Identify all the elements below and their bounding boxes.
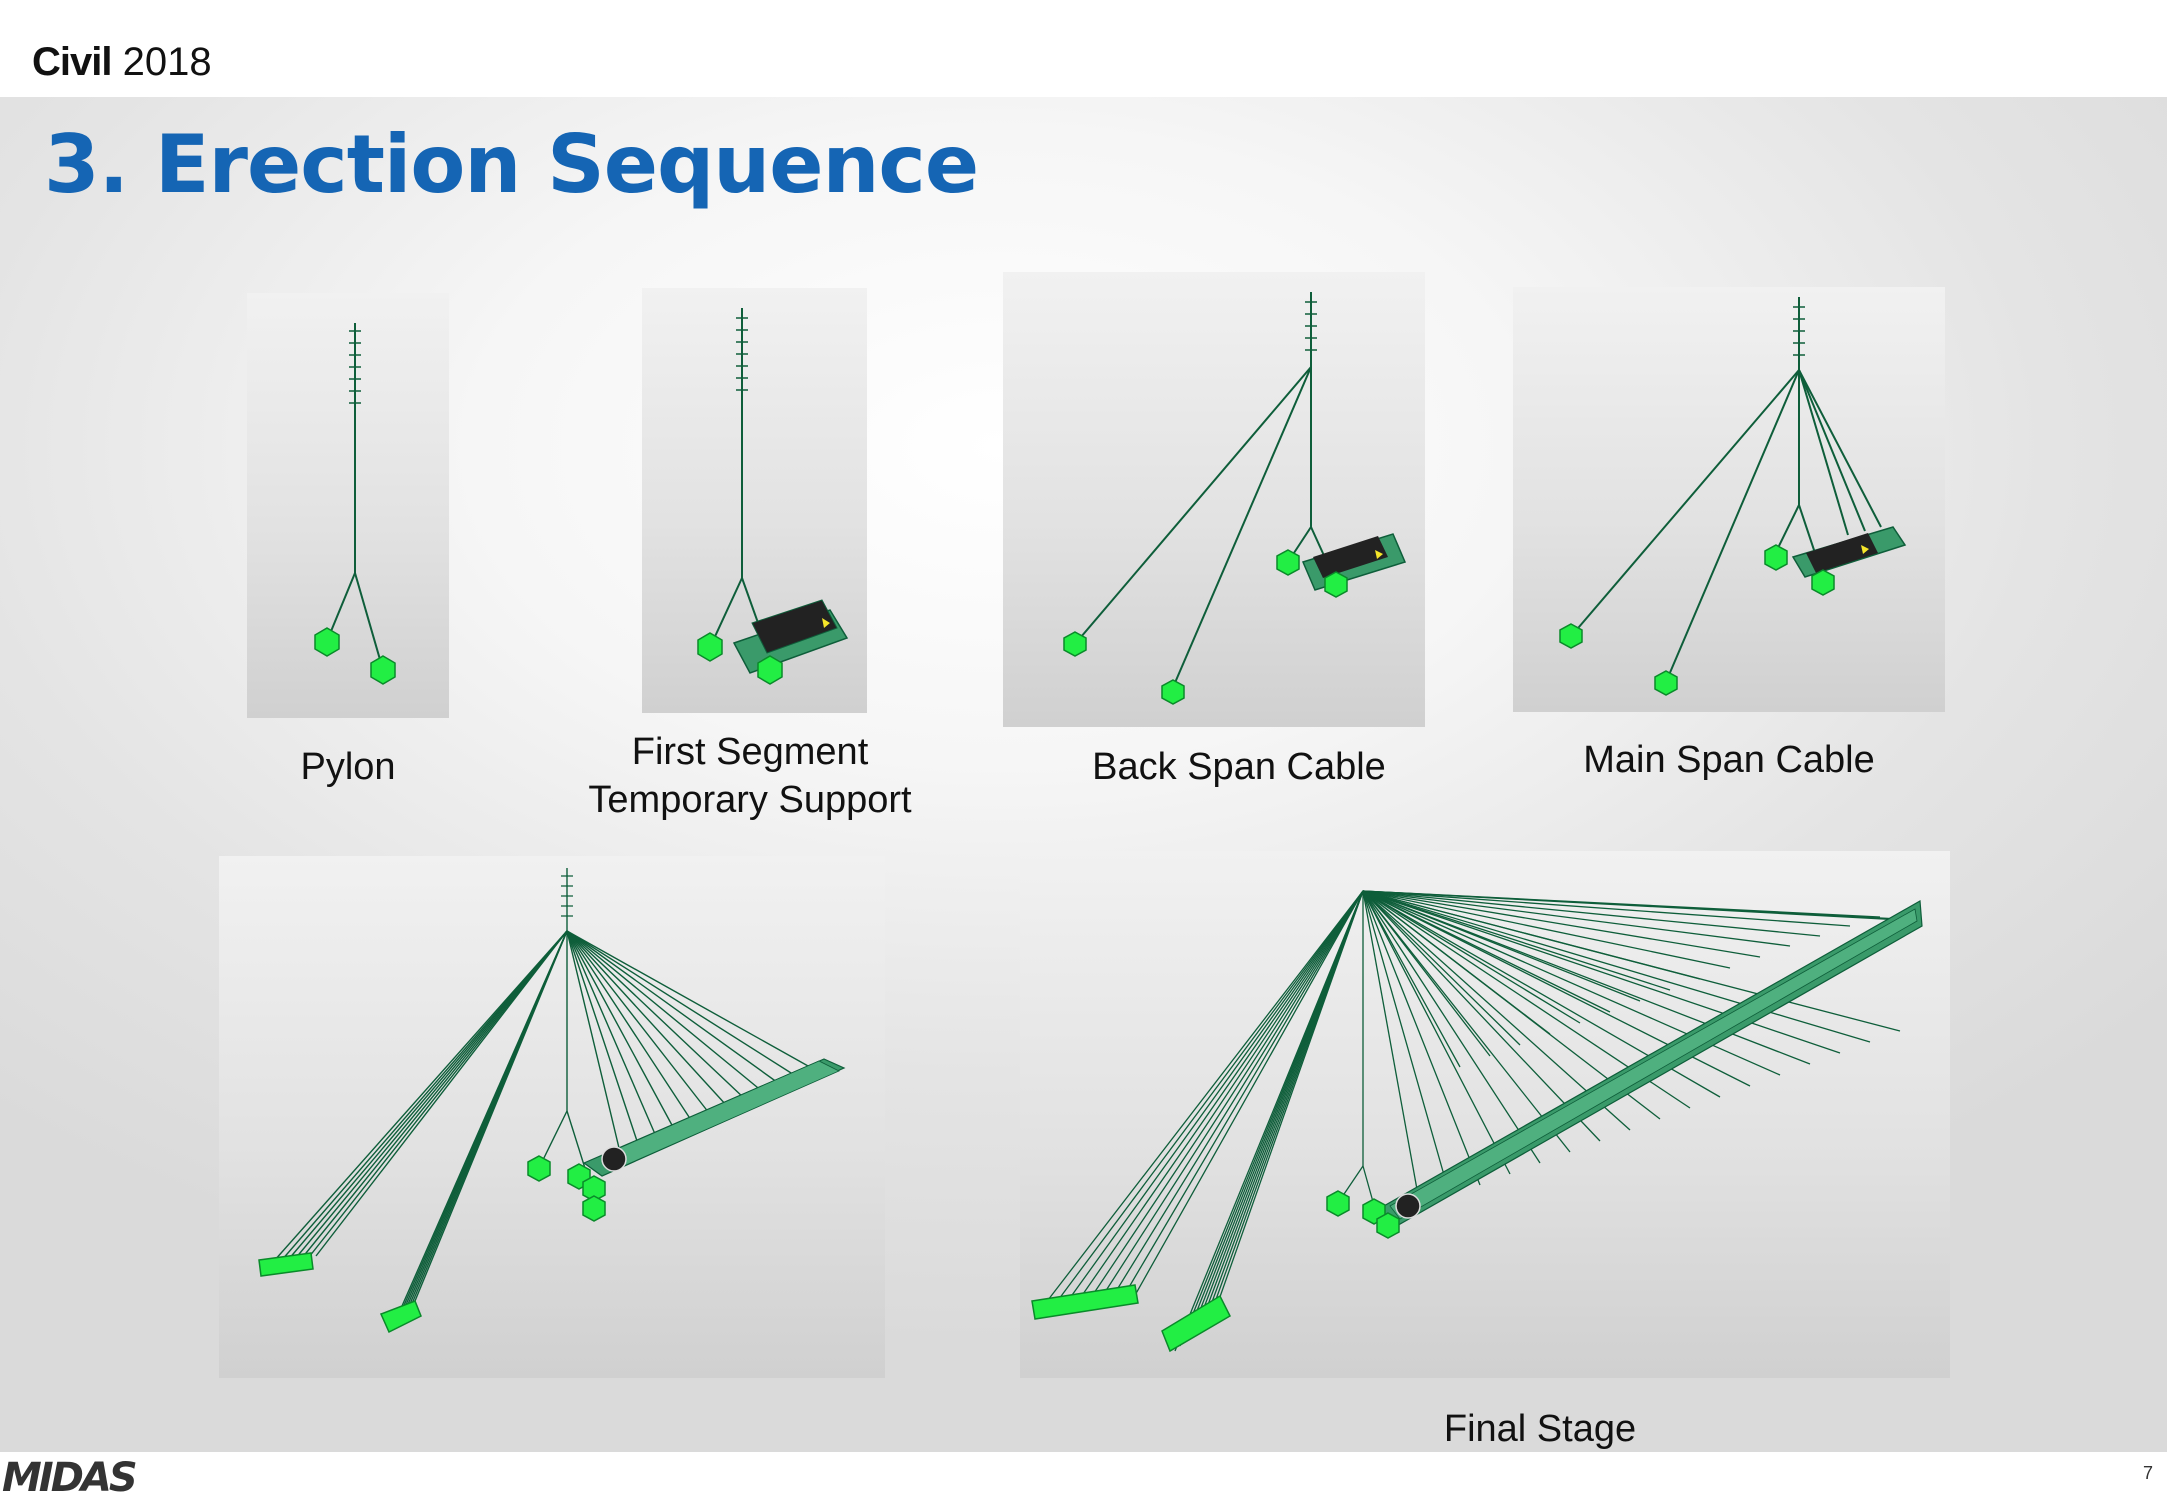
caption-pylon: Pylon bbox=[300, 746, 396, 788]
page-number: 7 bbox=[2142, 1463, 2153, 1483]
pylon-drawing bbox=[314, 323, 396, 685]
first-segment-image bbox=[642, 288, 867, 713]
caption-final-stage: Final Stage bbox=[1443, 1408, 1637, 1450]
pylon-image bbox=[247, 293, 449, 718]
header-bar bbox=[0, 0, 2167, 97]
caption-main-span-cable: Main Span Cable bbox=[1583, 739, 1875, 781]
back-span-cable-image bbox=[1003, 272, 1425, 727]
final-stage-drawing bbox=[1031, 890, 1923, 1353]
brand-label: Civil 2018 bbox=[32, 40, 212, 85]
caption-first-segment: First Segment Temporary Support bbox=[560, 728, 940, 824]
brand-year: 2018 bbox=[122, 40, 212, 84]
caption-first-segment-line2: Temporary Support bbox=[588, 779, 912, 821]
main-span-cable-image bbox=[1513, 287, 1945, 712]
brand-name: Civil bbox=[32, 40, 112, 84]
footer-bar bbox=[0, 1452, 2167, 1500]
first-segment-drawing bbox=[697, 308, 849, 685]
intermediate-stage-image bbox=[219, 856, 885, 1378]
caption-first-segment-line1: First Segment bbox=[631, 731, 869, 773]
caption-back-span-cable: Back Span Cable bbox=[1092, 746, 1386, 788]
midas-logo: MIDAS bbox=[2, 1455, 138, 1501]
final-stage-image bbox=[1020, 851, 1950, 1378]
intermediate-stage-drawing bbox=[258, 868, 846, 1334]
back-span-cable-drawing bbox=[1063, 292, 1407, 705]
main-span-cable-drawing bbox=[1559, 297, 1907, 696]
slide-title: 3. Erection Sequence bbox=[44, 118, 979, 211]
